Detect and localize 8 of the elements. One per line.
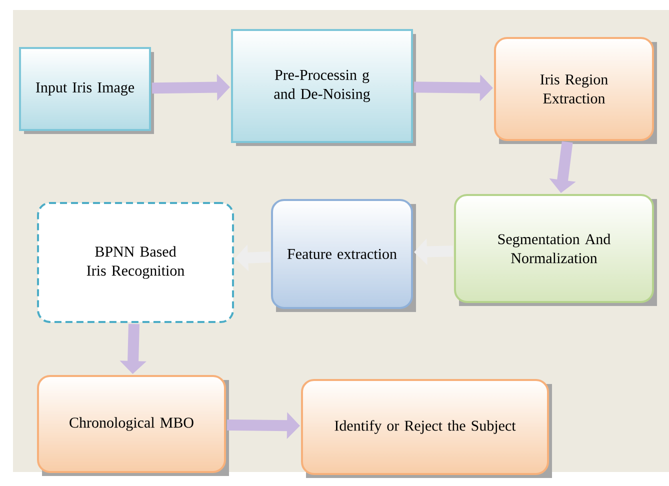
dashed-process-box: BPNN Based Iris Recognition	[37, 202, 234, 323]
process-box: Feature extraction	[271, 199, 416, 312]
process-box: Segmentation And Normalization	[454, 194, 657, 306]
process-box: Iris Region Extraction	[494, 37, 657, 144]
process-box: Pre-Processin g and De-Noising	[231, 29, 416, 146]
process-box: Identify or Reject the Subject	[301, 378, 552, 478]
process-box: Input Iris Image	[19, 47, 154, 134]
process-box: Chronological MBO	[37, 374, 229, 476]
